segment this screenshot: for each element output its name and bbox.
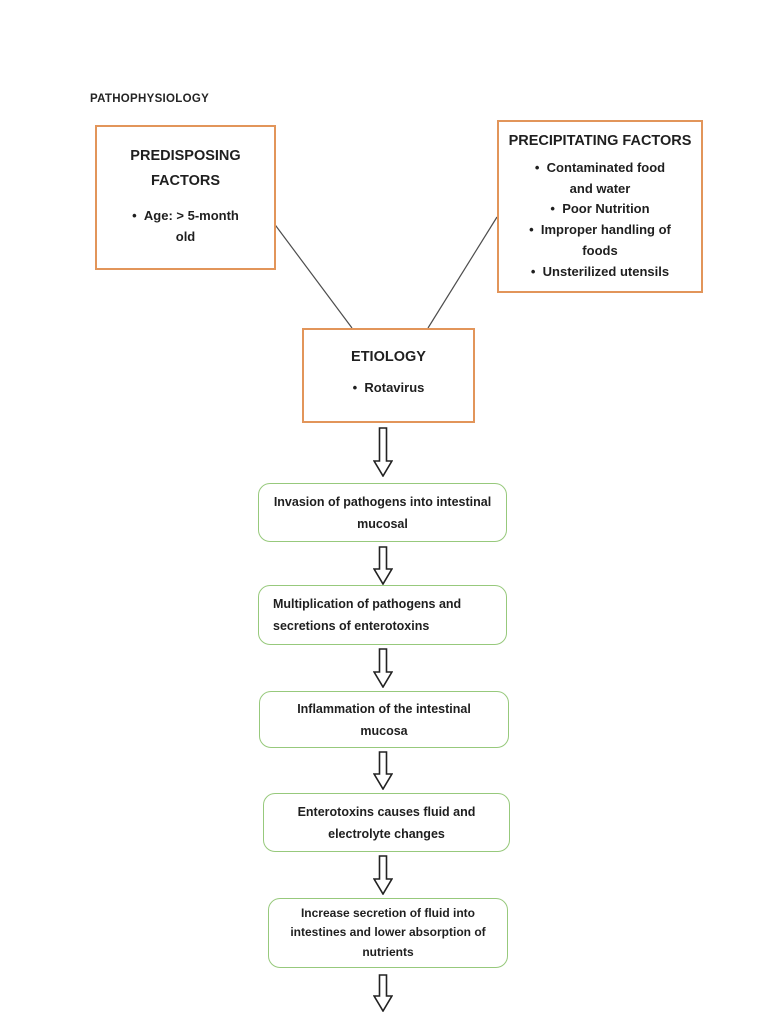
predisposing-factors-list: Age: > 5-month old (109, 206, 262, 247)
page-title: PATHOPHYSIOLOGY (90, 93, 210, 105)
flow-step-text: Enterotoxins causes fluid and electrolyt… (297, 804, 476, 841)
down-arrow-icon (373, 546, 393, 585)
down-arrow-icon (373, 751, 393, 790)
etiology-heading: ETIOLOGY (351, 349, 426, 365)
flow-step-text: Multiplication of pathogens and secretio… (273, 597, 462, 633)
flow-step-invasion: Invasion of pathogens into intestinal mu… (258, 483, 507, 542)
connector-line-precipitating-to-etiology (427, 216, 498, 329)
etiology-list: Rotavirus (314, 377, 463, 398)
list-item: Poor Nutrition (503, 199, 697, 220)
list-item: Age: > 5-month old (109, 206, 262, 247)
flow-step-text: Increase secretion of fluid into intesti… (290, 905, 486, 959)
down-arrow-icon (373, 427, 393, 477)
flow-step-multiplication: Multiplication of pathogens and secretio… (258, 585, 507, 645)
connector-line-predisposing-to-etiology (272, 221, 353, 329)
etiology-box: ETIOLOGY Rotavirus (302, 328, 475, 423)
precipitating-factors-list: Contaminated food and water Poor Nutriti… (503, 158, 697, 282)
precipitating-factors-heading: PRECIPITATING FACTORS (508, 133, 692, 149)
flow-step-secretion: Increase secretion of fluid into intesti… (268, 898, 508, 968)
flow-step-inflammation: Inflammation of the intestinal mucosa (259, 691, 509, 748)
flow-step-enterotoxins: Enterotoxins causes fluid and electrolyt… (263, 793, 510, 852)
predisposing-factors-heading: PREDISPOSING FACTORS (130, 148, 241, 189)
precipitating-factors-box: PRECIPITATING FACTORS Contaminated food … (497, 120, 703, 293)
list-item: Rotavirus (314, 377, 463, 398)
list-item: Contaminated food and water (503, 158, 697, 199)
down-arrow-icon (373, 648, 393, 688)
down-arrow-icon (373, 974, 393, 1012)
flow-step-text: Inflammation of the intestinal mucosa (297, 701, 471, 738)
predisposing-factors-box: PREDISPOSING FACTORS Age: > 5-month old (95, 125, 276, 270)
list-item: Improper handling of foods (503, 220, 697, 261)
list-item: Unsterilized utensils (503, 262, 697, 283)
flow-step-text: Invasion of pathogens into intestinal mu… (273, 494, 492, 531)
down-arrow-icon (373, 855, 393, 895)
